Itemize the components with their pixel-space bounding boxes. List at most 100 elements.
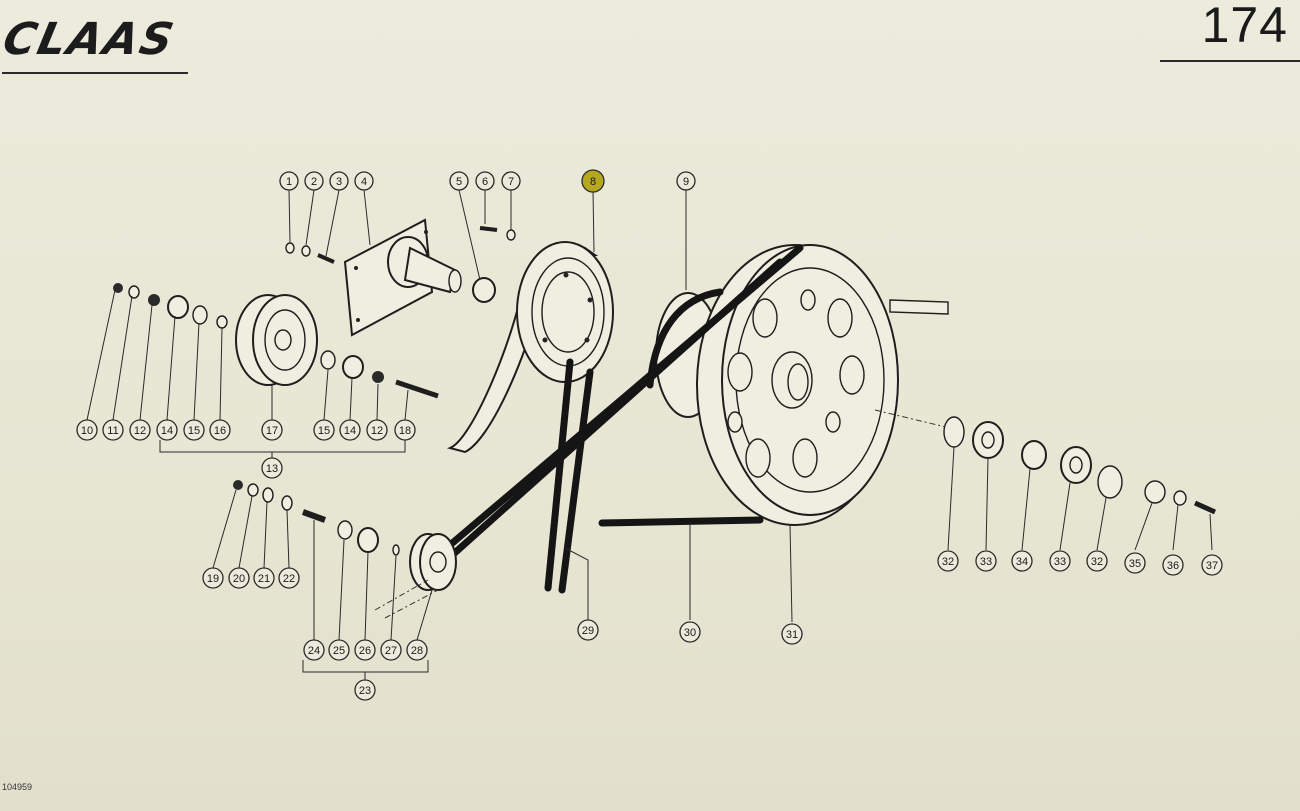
callout-28: 28: [406, 639, 428, 661]
idler-pulley-part-17: [235, 294, 318, 386]
callout-19: 19: [202, 567, 224, 589]
callout-22: 22: [278, 567, 300, 589]
callout-25: 25: [328, 639, 350, 661]
callout-2: 2: [304, 171, 324, 191]
callout-12: 12: [129, 419, 151, 441]
callout-32b: 32: [1086, 550, 1108, 572]
svg-text:2: 2: [311, 176, 317, 188]
svg-text:22: 22: [283, 573, 295, 585]
bearing-stack-parts: [943, 416, 1217, 515]
page-number: 174: [1201, 0, 1288, 53]
svg-text:12: 12: [371, 425, 383, 437]
svg-text:14: 14: [344, 425, 356, 437]
callout-30: 30: [679, 621, 701, 643]
callout-7: 7: [501, 171, 521, 191]
drawing-reference-number: 104959: [2, 782, 33, 792]
callout-33: 33: [975, 550, 997, 572]
callout-13: 13: [261, 457, 283, 479]
callout-4: 4: [354, 171, 374, 191]
callout-3: 3: [329, 171, 349, 191]
svg-text:21: 21: [258, 573, 270, 585]
callout-18: 18: [394, 419, 416, 441]
svg-text:15: 15: [188, 425, 200, 437]
callout-17: 17: [261, 419, 283, 441]
callout-33b: 33: [1049, 550, 1071, 572]
callout-36: 36: [1162, 554, 1184, 576]
svg-text:30: 30: [684, 627, 696, 639]
svg-text:27: 27: [385, 645, 397, 657]
svg-text:32: 32: [1091, 556, 1103, 568]
large-drive-pulley-part-31: [655, 244, 949, 526]
callout-27: 27: [380, 639, 402, 661]
svg-text:7: 7: [508, 176, 514, 188]
svg-text:1: 1: [286, 176, 292, 188]
svg-text:13: 13: [266, 463, 278, 475]
callout-24: 24: [303, 639, 325, 661]
svg-text:11: 11: [107, 425, 118, 437]
callout-35: 35: [1124, 552, 1146, 574]
callout-23: 23: [354, 679, 376, 701]
callout-12b: 12: [366, 419, 388, 441]
svg-text:8: 8: [590, 176, 596, 188]
svg-text:37: 37: [1206, 560, 1218, 572]
svg-text:20: 20: [233, 573, 245, 585]
callout-11: 11: [102, 419, 124, 441]
small-washers-1-3: [285, 242, 335, 264]
svg-text:28: 28: [411, 645, 423, 657]
svg-text:9: 9: [683, 176, 689, 188]
svg-text:14: 14: [161, 425, 173, 437]
callout-8-highlighted: 8: [581, 169, 605, 193]
callout-32: 32: [937, 550, 959, 572]
svg-text:26: 26: [359, 645, 371, 657]
callout-15: 15: [183, 419, 205, 441]
callout-9: 9: [676, 171, 696, 191]
callout-10: 10: [76, 419, 98, 441]
svg-text:16: 16: [214, 425, 226, 437]
pulley-axis-dashed: [374, 579, 439, 619]
lower-small-parts: [233, 480, 400, 556]
svg-text:15: 15: [318, 425, 330, 437]
svg-text:10: 10: [81, 425, 93, 437]
svg-text:33: 33: [980, 556, 992, 568]
svg-text:25: 25: [333, 645, 345, 657]
svg-text:17: 17: [266, 425, 278, 437]
svg-text:29: 29: [582, 625, 594, 637]
brand-rule: [2, 72, 188, 74]
callout-14: 14: [156, 419, 178, 441]
callout-29: 29: [577, 619, 599, 641]
callout-5: 5: [449, 171, 469, 191]
callout-31: 31: [781, 623, 803, 645]
small-pulley-part-28: [409, 533, 457, 591]
svg-text:4: 4: [361, 176, 367, 188]
svg-text:3: 3: [336, 176, 342, 188]
callout-14b: 14: [339, 419, 361, 441]
svg-text:32: 32: [942, 556, 954, 568]
callout-20: 20: [228, 567, 250, 589]
callout-26: 26: [354, 639, 376, 661]
leader-lines: [86, 189, 1213, 680]
svg-text:5: 5: [456, 176, 462, 188]
callout-37: 37: [1201, 554, 1223, 576]
callout-15b: 15: [313, 419, 335, 441]
svg-text:23: 23: [359, 685, 371, 697]
svg-text:19: 19: [207, 573, 219, 585]
callout-34: 34: [1011, 550, 1033, 572]
svg-text:31: 31: [786, 629, 798, 641]
left-small-parts: [113, 283, 228, 329]
washer-part-7: [506, 229, 516, 241]
drive-belts: [426, 244, 804, 594]
bracket-plate-part: [343, 218, 462, 337]
bushing-part-5: [472, 277, 496, 303]
svg-text:33: 33: [1054, 556, 1066, 568]
callout-6: 6: [475, 171, 495, 191]
svg-text:6: 6: [482, 176, 488, 188]
pulley-right-small-parts: [320, 350, 439, 399]
tension-arm-part-8: [446, 241, 614, 454]
screw-part-6: [479, 226, 498, 232]
svg-text:18: 18: [399, 425, 411, 437]
svg-text:12: 12: [134, 425, 146, 437]
page-number-rule: [1160, 60, 1300, 62]
svg-text:34: 34: [1016, 556, 1028, 568]
